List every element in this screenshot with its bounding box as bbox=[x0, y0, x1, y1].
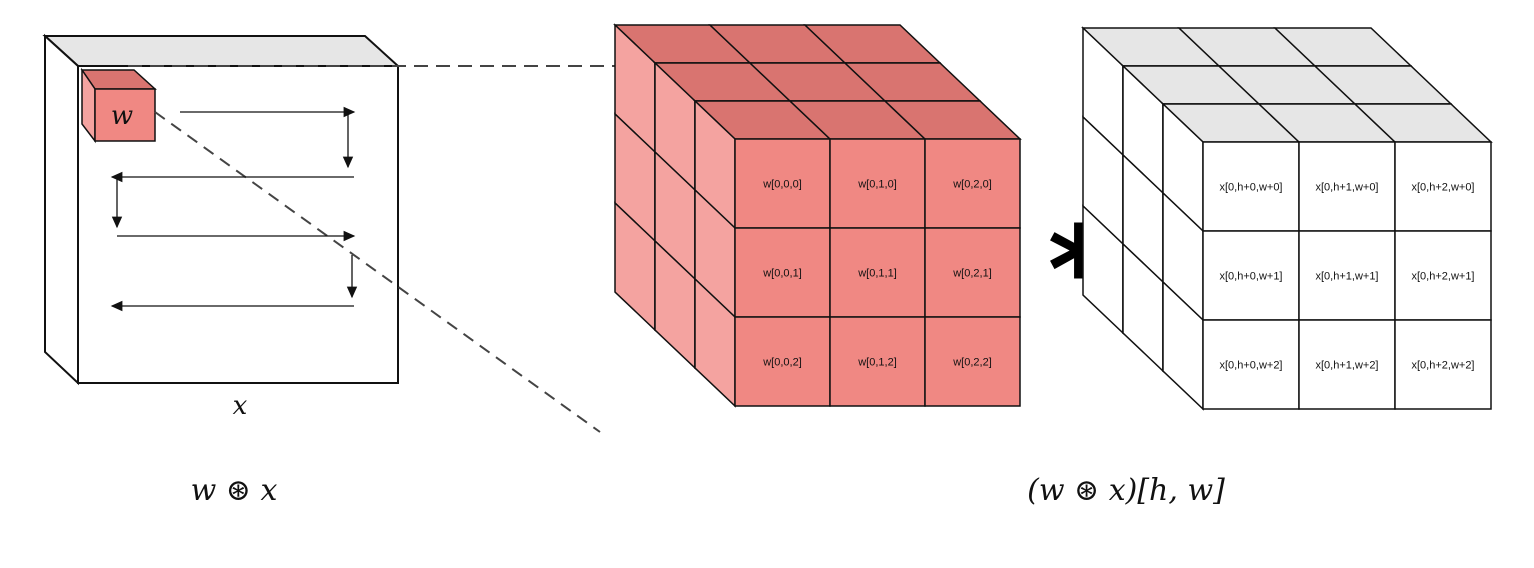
kernel-cube-cell bbox=[734, 316, 831, 407]
input-volume-side bbox=[44, 33, 79, 386]
kernel-cube-cell bbox=[734, 227, 831, 318]
left-caption: w ⊛ x bbox=[191, 473, 278, 508]
input-patch-cube: x[0,h+0,w+0] x[0,h+1,w+0] x[0,h+2,w+0] x[0,… bbox=[1081, 26, 1493, 411]
kernel-cube-cell bbox=[829, 316, 926, 407]
kernel-cube-cell-label: w[0,2,1] bbox=[952, 268, 992, 280]
input-patch-cube-cell-label: x[0,h+1,w+1] bbox=[1316, 271, 1379, 283]
kernel-cube-cell-label: w[0,2,0] bbox=[952, 179, 992, 191]
kernel-cube-cell-label: w[0,1,0] bbox=[857, 179, 897, 191]
kernel-cube-cell-label: w[0,1,1] bbox=[857, 268, 897, 280]
input-patch-cube-cell bbox=[1298, 141, 1396, 232]
kernel-cube: w[0,0,0] w[0,1,0] w[0,2,0] w[0,0,1] w[0,1,1]… bbox=[613, 23, 1022, 408]
input-patch-cube-cell-label: x[0,h+0,w+1] bbox=[1220, 271, 1283, 283]
right-caption: (w ⊛ x)[h, w] bbox=[1027, 473, 1225, 508]
kernel-cube-cell bbox=[924, 138, 1021, 229]
input-patch-cube-cell bbox=[1394, 141, 1492, 232]
input-patch-cube-cell bbox=[1394, 319, 1492, 410]
kernel-cube-cell-label: w[0,0,2] bbox=[762, 357, 802, 369]
input-patch-cube-cell-label: x[0,h+0,w+0] bbox=[1220, 182, 1283, 194]
input-patch-cube-cell-label: x[0,h+2,w+2] bbox=[1412, 360, 1475, 372]
input-patch-cube-cell bbox=[1394, 230, 1492, 321]
input-patch-cube-cell bbox=[1202, 141, 1300, 232]
projection-line-bottom bbox=[154, 111, 601, 433]
kernel-cube-cell bbox=[924, 316, 1021, 407]
input-patch-cube-cell-label: x[0,h+1,w+0] bbox=[1316, 182, 1379, 194]
kernel-cube-cell-label: w[0,0,1] bbox=[762, 268, 802, 280]
kernel-cube-cell-label: w[0,2,2] bbox=[952, 357, 992, 369]
kernel-cube-cell bbox=[924, 227, 1021, 318]
sliding-kernel-front bbox=[94, 88, 156, 142]
kernel-cube-cell-label: w[0,1,2] bbox=[857, 357, 897, 369]
input-volume-top bbox=[42, 35, 401, 67]
input-patch-cube-cell-label: x[0,h+2,w+1] bbox=[1412, 271, 1475, 283]
input-patch-cube-cell-label: x[0,h+1,w+2] bbox=[1316, 360, 1379, 372]
scan-path bbox=[110, 106, 358, 312]
kernel-cube-cell bbox=[829, 227, 926, 318]
kernel-cube-cell-label: w[0,0,0] bbox=[762, 179, 802, 191]
kernel-label: w bbox=[111, 101, 133, 131]
input-label: x bbox=[233, 391, 248, 421]
input-patch-cube-cell-label: x[0,h+2,w+0] bbox=[1412, 182, 1475, 194]
sliding-kernel: w bbox=[80, 67, 157, 144]
input-patch-cube-cell bbox=[1202, 319, 1300, 410]
input-patch-cube-cell-label: x[0,h+0,w+2] bbox=[1220, 360, 1283, 372]
